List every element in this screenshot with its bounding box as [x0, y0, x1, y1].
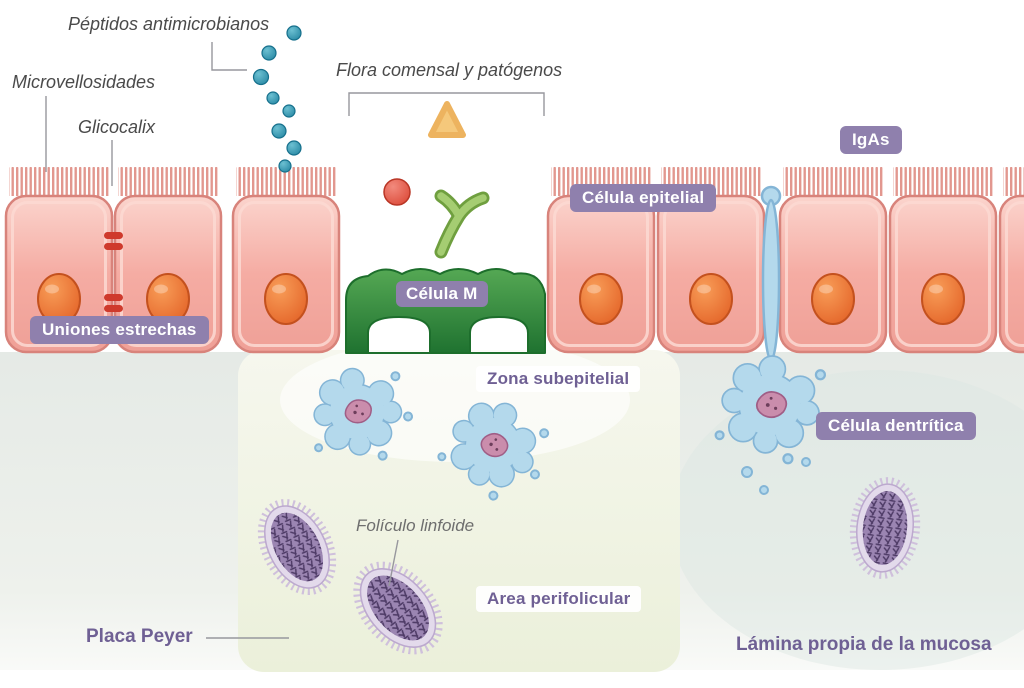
antigen-triangle — [428, 101, 466, 138]
badge-celula-dentritica: Célula dentrítica — [816, 412, 976, 440]
foliculo-connector-line — [388, 539, 399, 587]
antimicrobial-peptide-dots — [252, 25, 302, 173]
label-flora-comensal: Flora comensal y patógenos — [336, 60, 563, 80]
tight-junctions — [104, 232, 123, 312]
epithelial-cell — [778, 165, 888, 354]
label-lamina-propia: Lámina propia de la mucosa — [736, 634, 992, 655]
badge-area-perifolicular: Area perifolicular — [476, 586, 642, 612]
epithelial-cell — [998, 165, 1024, 354]
badge-zona-subepitelial: Zona subepitelial — [476, 366, 641, 392]
flora-bracket — [348, 92, 545, 116]
dendritic-droplets — [741, 457, 811, 495]
label-glicocalix: Glicocalix — [78, 117, 156, 137]
m-cell — [345, 268, 546, 354]
badge-celula-m: Célula M — [396, 281, 488, 307]
connector-lines — [45, 42, 545, 639]
badge-igas: IgAs — [840, 126, 902, 154]
label-peptidos-antimicrobianos: Péptidos antimicrobianos — [68, 14, 270, 34]
epithelial-cell — [888, 165, 998, 354]
epithelial-cell — [231, 165, 341, 354]
lumen-flora — [383, 101, 490, 259]
badge-celula-epitelial: Célula epitelial — [570, 184, 717, 212]
label-microvellosidades: Microvellosidades — [12, 72, 156, 92]
commensal-green-microbe — [434, 189, 490, 259]
label-placa-peyer: Placa Peyer — [86, 626, 193, 647]
peptidos-connector-line — [211, 42, 247, 71]
pathogen-red-coccus — [383, 178, 411, 206]
badge-uniones-estrechas: Uniones estrechas — [30, 316, 209, 344]
label-foliculo-linfoide: Folículo linfoide — [356, 516, 475, 535]
